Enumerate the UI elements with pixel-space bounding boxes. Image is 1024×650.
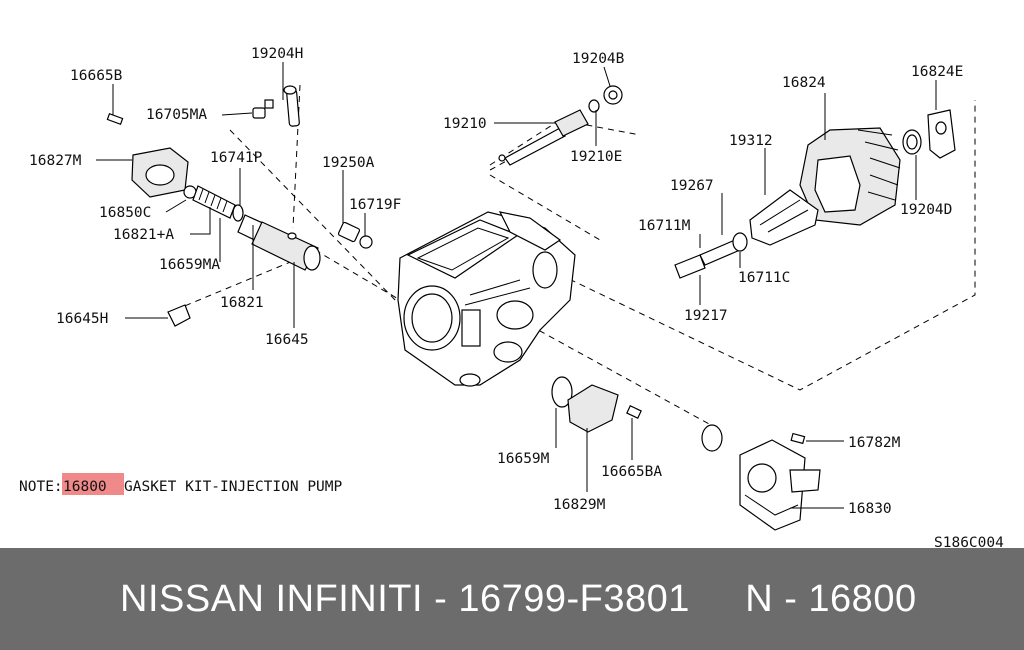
label-19210e: 19210E (570, 149, 622, 165)
label-16850c: 16850C (99, 205, 151, 221)
fitting-19250a (337, 221, 373, 249)
note-description: GASKET KIT-INJECTION PUMP (124, 479, 343, 495)
pin-19204h (283, 85, 300, 127)
note-highlight-box (62, 473, 124, 495)
lower-parts (551, 376, 821, 531)
label-16830: 16830 (848, 501, 892, 517)
label-19210: 19210 (443, 116, 487, 132)
injection-pump-body (397, 211, 576, 387)
label-16827m: 16827M (29, 153, 82, 169)
label-16782m: 16782M (848, 435, 901, 451)
valve-16645 (237, 214, 321, 271)
label-19250a: 19250A (322, 155, 375, 171)
screw-16665ba (626, 405, 642, 419)
assembly-guide-lines (174, 84, 976, 431)
footer-title: NISSAN INFINITI - 16799-F3801 N - 16800 (120, 578, 917, 620)
left-parts (106, 85, 321, 327)
solenoid-16830 (739, 439, 821, 531)
label-16659ma: 16659MA (159, 257, 220, 273)
o-ring-16659m (551, 376, 573, 408)
label-16711c: 16711C (738, 270, 790, 286)
bracket-19312 (749, 189, 819, 246)
label-16829m: 16829M (553, 497, 606, 513)
rod-19210 (498, 109, 589, 166)
label-19204h: 19204H (251, 46, 303, 62)
label-16741p: 16741P (210, 150, 263, 166)
diagram-code: S186C004 (934, 535, 1004, 548)
cover-16829m (567, 384, 619, 433)
exploded-parts-diagram: 16665B 19204H 16705MA 16827M 16741P 1685… (19, 46, 1004, 548)
clip-16705ma (252, 99, 274, 119)
right-parts (674, 109, 956, 279)
gear-16824 (799, 127, 901, 226)
label-16821: 16821 (220, 295, 264, 311)
screw-16782m (790, 432, 806, 445)
spring-assembly (183, 185, 244, 222)
center-top-parts (337, 85, 623, 249)
plate-16824e (902, 109, 956, 159)
gasket-ring (701, 424, 723, 452)
label-16659m: 16659M (497, 451, 550, 467)
label-16824: 16824 (782, 75, 826, 91)
label-16711m: 16711M (638, 218, 691, 234)
label-16645h: 16645H (56, 311, 108, 327)
label-19217: 19217 (684, 308, 728, 324)
note-part-number: 16800 (63, 479, 107, 495)
label-16705ma: 16705MA (146, 107, 207, 123)
pin-19217-assembly (674, 232, 748, 279)
cap-16645h (167, 304, 191, 327)
nut-19204b (588, 85, 623, 113)
label-16665ba: 16665BA (601, 464, 662, 480)
label-16719f: 16719F (349, 197, 401, 213)
note-line: NOTE: 16800 GASKET KIT-INJECTION PUMP (19, 473, 343, 495)
label-16821a: 16821+A (113, 227, 174, 243)
label-19267: 19267 (670, 178, 714, 194)
label-19204b: 19204B (572, 51, 625, 67)
label-19204d: 19204D (900, 202, 952, 218)
footer-banner: NISSAN INFINITI - 16799-F3801 N - 16800 (0, 548, 1024, 650)
label-16824e: 16824E (911, 64, 963, 80)
label-16645: 16645 (265, 332, 309, 348)
leader-lines (96, 62, 937, 509)
label-16665b: 16665B (70, 68, 123, 84)
note-prefix: NOTE: (19, 479, 63, 495)
part-number-labels: 16665B 19204H 16705MA 16827M 16741P 1685… (29, 46, 963, 517)
screw-16665b (106, 113, 124, 125)
housing-16827m (131, 147, 189, 198)
label-19312: 19312 (729, 133, 773, 149)
